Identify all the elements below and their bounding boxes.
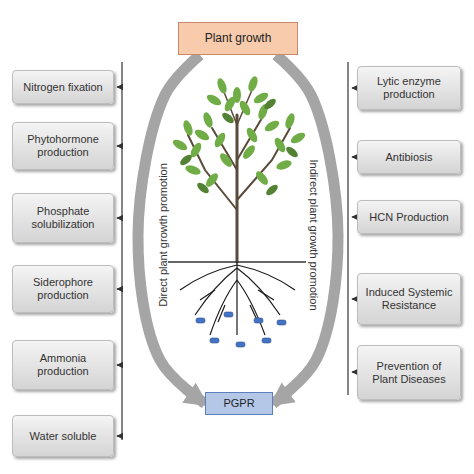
bracket-line: [121, 62, 122, 440]
box-text: Nitrogen fixation: [23, 81, 103, 94]
edge-label: Indirect plant growth promotion: [308, 159, 320, 310]
mechanism-box: Induced Systemic Resistance: [357, 273, 461, 325]
right-bracket: [348, 62, 357, 395]
growth-arc: [138, 55, 205, 404]
mechanism-box: Lytic enzyme production: [357, 66, 461, 110]
mechanism-box: Ammonia production: [12, 340, 114, 390]
box-text: PGPR: [223, 397, 254, 410]
mechanism-box: Nitrogen fixation: [12, 70, 114, 104]
box-text: Prevention of Plant Diseases: [363, 360, 455, 386]
bracket-line: [347, 62, 348, 395]
box-text: Phytohormone production: [18, 133, 108, 159]
bracket-arrow: [117, 435, 122, 436]
tree-leaves-dark: [178, 97, 299, 197]
bracket-arrow: [117, 86, 122, 87]
box-text: Antibiosis: [385, 151, 432, 164]
tree-leaves: [171, 75, 307, 189]
box-text: Siderophore production: [18, 276, 108, 302]
mechanism-box: Prevention of Plant Diseases: [357, 345, 461, 400]
bracket-arrow: [117, 364, 122, 365]
box-text: Induced Systemic Resistance: [363, 286, 455, 312]
box-text: Plant growth: [205, 32, 272, 45]
bracket-arrow: [117, 145, 122, 146]
edge-label: Direct plant growth promotion: [157, 163, 169, 307]
outcome-box: Plant growth: [178, 22, 298, 55]
mechanism-box: Phytohormone production: [12, 122, 114, 170]
agent-box: PGPR: [205, 392, 273, 415]
box-text: Phosphate solubilization: [18, 205, 108, 231]
bacteria: [196, 312, 286, 347]
box-text: HCN Production: [369, 211, 448, 224]
tree-branches: [188, 90, 290, 262]
box-text: Water soluble: [30, 430, 97, 443]
mechanism-box: Phosphate solubilization: [12, 193, 114, 243]
mechanism-box: HCN Production: [357, 200, 461, 234]
growth-arc: [273, 55, 338, 404]
mechanism-box: Siderophore production: [12, 265, 114, 313]
bracket-arrow: [117, 288, 122, 289]
bracket-arrow: [117, 217, 122, 218]
mechanism-box: Antibiosis: [357, 140, 461, 174]
roots: [180, 262, 295, 335]
left-bracket: [117, 62, 122, 440]
box-text: Lytic enzyme production: [363, 75, 455, 101]
tree: [168, 75, 307, 347]
box-text: Ammonia production: [18, 352, 108, 378]
mechanism-box: Water soluble: [12, 415, 114, 457]
